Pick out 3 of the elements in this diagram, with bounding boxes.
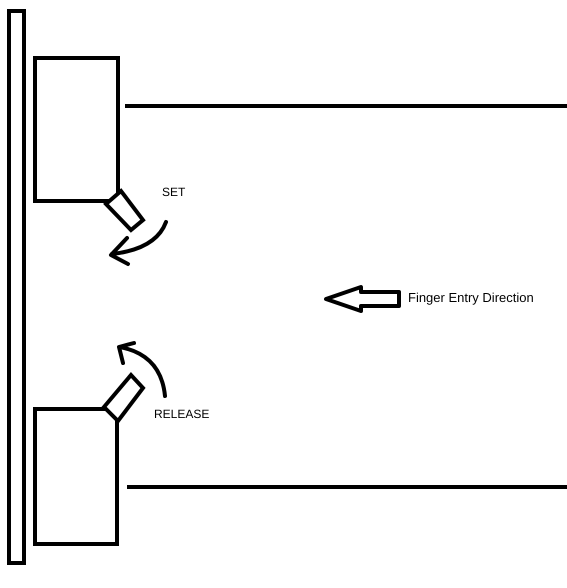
- direction-label: Finger Entry Direction: [408, 291, 534, 306]
- motion-label: SET: [162, 186, 186, 200]
- motion-label: RELEASE: [154, 408, 210, 422]
